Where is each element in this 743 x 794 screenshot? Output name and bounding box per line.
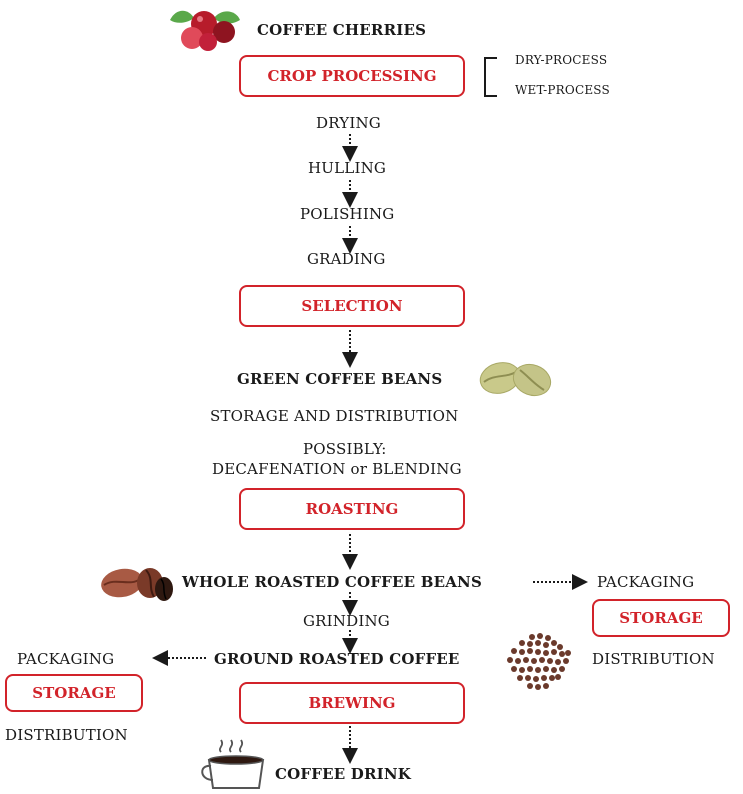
coffee-cup-icon [201,739,265,789]
green-beans-icon [479,362,552,397]
coffee-cherries-icon [170,10,240,51]
possibly-label: POSSIBLY: [303,440,387,458]
grading-label: GRADING [307,250,386,268]
coffee-cherries-label: COFFEE CHERRIES [257,21,427,39]
roasted-beans-icon [101,568,173,601]
green-coffee-beans-label: GREEN COFFEE BEANS [237,370,443,388]
crop-processing-label: CROP PROCESSING [267,67,437,85]
left-storage-box: STORAGE [5,674,143,712]
roasting-box: ROASTING [239,488,465,530]
storage-distribution-label: STORAGE AND DISTRIBUTION [210,407,459,425]
right-storage-box: STORAGE [592,599,730,637]
hulling-label: HULLING [308,159,387,177]
coffee-drink-label: COFFEE DRINK [275,765,412,783]
ground-roasted-label: GROUND ROASTED COFFEE [214,650,460,668]
selection-label: SELECTION [301,297,403,315]
brewing-label: BREWING [308,694,396,712]
right-storage-label: STORAGE [619,609,703,627]
left-distribution-label: DISTRIBUTION [5,726,128,744]
polishing-label: POLISHING [300,205,395,223]
dry-process-label: DRY-PROCESS [515,53,608,67]
right-distribution-label: DISTRIBUTION [592,650,715,668]
right-packaging-label: PACKAGING [597,573,695,591]
selection-box: SELECTION [239,285,465,327]
drying-label: DRYING [316,114,381,132]
grinding-label: GRINDING [303,612,390,630]
brewing-box: BREWING [239,682,465,724]
ground-coffee-icon [507,633,571,690]
crop-processing-box: CROP PROCESSING [239,55,465,97]
decaf-blending-label: DECAFENATION or BLENDING [212,460,462,478]
process-bracket [484,57,497,97]
wet-process-label: WET-PROCESS [515,83,610,97]
left-packaging-label: PACKAGING [17,650,115,668]
left-storage-label: STORAGE [32,684,116,702]
whole-roasted-label: WHOLE ROASTED COFFEE BEANS [182,573,482,591]
roasting-label: ROASTING [305,500,399,518]
